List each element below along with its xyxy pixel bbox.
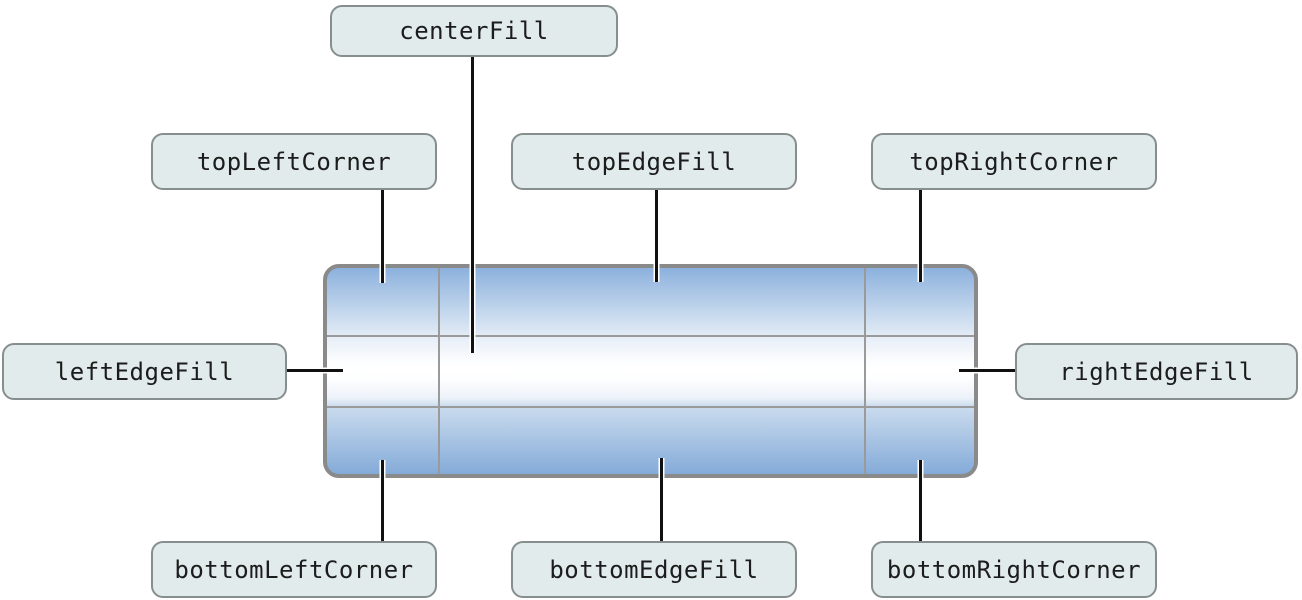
label-toprightcorner: topRightCorner	[871, 133, 1157, 190]
callout-line-bottomleftcorner	[381, 460, 384, 541]
label-bottomleftcorner: bottomLeftCorner	[151, 541, 437, 598]
label-bottomedgefill: bottomEdgeFill	[511, 541, 797, 598]
callout-line-toprightcorner	[919, 190, 922, 282]
callout-line-bottomrightcorner	[919, 460, 922, 541]
callout-line-leftedgefill	[287, 369, 343, 372]
label-rightedgefill: rightEdgeFill	[1015, 343, 1298, 400]
label-centerfill: centerFill	[330, 5, 618, 57]
callout-line-centerfill	[471, 57, 474, 353]
slice-guide-horizontal-bottom	[327, 406, 974, 408]
label-topedgefill: topEdgeFill	[511, 133, 797, 190]
callout-line-topleftcorner	[381, 190, 384, 283]
nine-part-image	[323, 264, 978, 478]
slice-guide-vertical-left	[438, 268, 440, 474]
label-topleftcorner: topLeftCorner	[151, 133, 437, 190]
slice-guide-vertical-right	[864, 268, 866, 474]
callout-line-bottomedgefill	[660, 458, 663, 541]
callout-line-topedgefill	[655, 190, 658, 282]
label-bottomrightcorner: bottomRightCorner	[871, 541, 1157, 598]
slice-guide-horizontal-top	[327, 335, 974, 337]
label-leftedgefill: leftEdgeFill	[2, 343, 287, 400]
callout-line-rightedgefill	[959, 369, 1015, 372]
